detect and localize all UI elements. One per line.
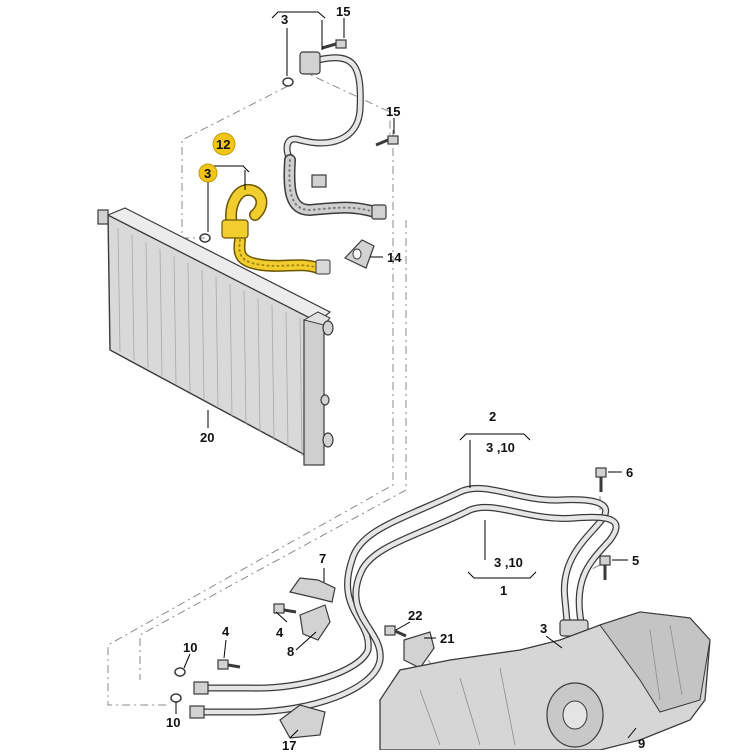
badge-3 xyxy=(198,163,218,183)
label-10-lower: 10 xyxy=(166,715,180,730)
badge-12 xyxy=(212,132,236,156)
small-brackets xyxy=(279,577,435,739)
label-9: 9 xyxy=(638,736,645,750)
bolts-15 xyxy=(321,39,399,147)
leader-lines xyxy=(175,11,637,739)
highlight-badges xyxy=(198,132,236,183)
lower-oil-pipes xyxy=(189,484,620,719)
label-5: 5 xyxy=(632,553,639,568)
radiator xyxy=(97,207,334,466)
label-22: 22 xyxy=(408,608,422,623)
label-15-top: 15 xyxy=(336,4,350,19)
transmission-housing xyxy=(379,611,711,751)
label-12: 12 xyxy=(216,137,230,152)
upper-cooler-hose xyxy=(283,51,387,220)
oil-hose-highlighted xyxy=(221,183,331,275)
label-4-lower: 4 xyxy=(222,624,230,639)
label-17: 17 xyxy=(282,738,296,750)
label-21: 21 xyxy=(440,631,454,646)
label-3-lower: 3 xyxy=(540,621,547,636)
bracket-14 xyxy=(343,239,375,269)
label-20: 20 xyxy=(200,430,214,445)
part-labels: 3 15 15 12 3 14 20 2 3 ,10 6 5 3 ,10 1 3… xyxy=(166,4,645,753)
label-10-upper: 10 xyxy=(183,640,197,655)
label-15-middle: 15 xyxy=(386,104,400,119)
label-14: 14 xyxy=(387,250,402,265)
label-4-upper: 4 xyxy=(276,625,284,640)
label-1: 1 xyxy=(500,583,507,598)
label-3-top: 3 xyxy=(281,12,288,27)
label-3-10-upper: 3 ,10 xyxy=(486,440,515,455)
label-2: 2 xyxy=(489,409,496,424)
label-7: 7 xyxy=(319,551,326,566)
label-6: 6 xyxy=(626,465,633,480)
label-8: 8 xyxy=(287,644,294,659)
label-3-hose: 3 xyxy=(204,166,211,181)
label-3-10-lower: 3 ,10 xyxy=(494,555,523,570)
